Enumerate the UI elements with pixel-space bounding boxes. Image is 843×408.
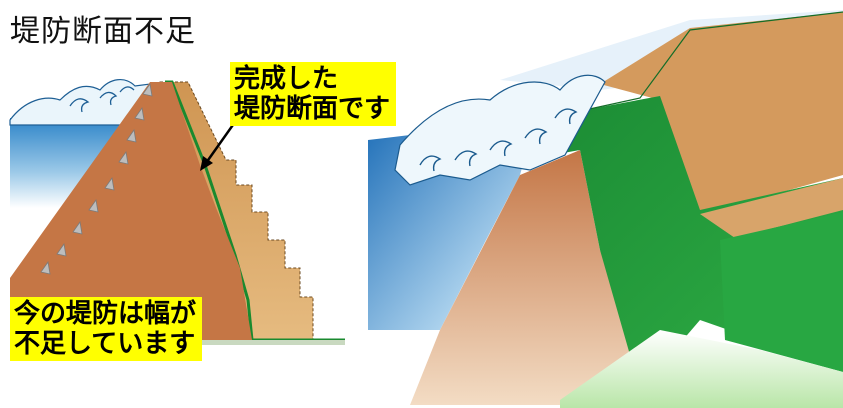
right-levee-brown (410, 150, 660, 405)
right-back-tan (600, 12, 843, 215)
left-wave-curl (69, 86, 135, 113)
current-label-line-2: 不足しています (14, 329, 196, 359)
current-levee-label: 今の堤防は幅が 不足しています (10, 297, 203, 361)
right-3d-view (368, 10, 843, 408)
right-ground (560, 330, 843, 408)
right-wave-curls (419, 108, 578, 172)
current-levee-brown (10, 82, 252, 340)
right-green-top-edge (584, 11, 843, 111)
grass-line (165, 80, 345, 342)
left-cross-section (9, 79, 345, 345)
completed-section-label: 完成した 堤防断面です (230, 62, 397, 126)
pointer-arrow (200, 121, 237, 171)
right-green-lower (720, 212, 843, 372)
completed-label-line-1: 完成した (234, 64, 339, 94)
levee-teeth (40, 82, 153, 275)
current-label-line-1: 今の堤防は幅が (14, 299, 197, 329)
right-wave (394, 74, 606, 186)
completed-label-line-2: 堤防断面です (234, 94, 391, 124)
right-tan-ledge (700, 178, 843, 238)
page-title: 堤防断面不足 (10, 14, 196, 49)
left-wave (9, 79, 151, 126)
